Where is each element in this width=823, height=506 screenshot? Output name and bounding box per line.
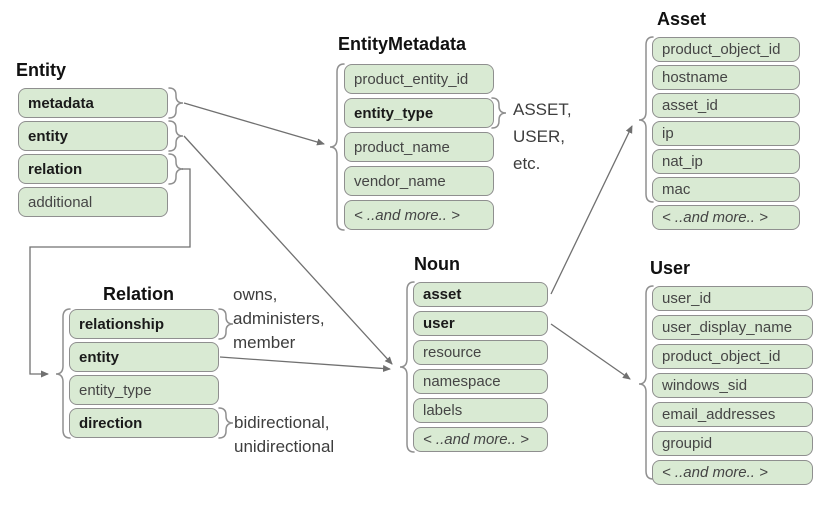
brace-relation-left [55, 308, 71, 439]
field-noun-user: user [413, 311, 548, 336]
field-noun-asset: asset [413, 282, 548, 307]
field-vendor-name: vendor_name [344, 166, 494, 196]
field-product-name: product_name [344, 132, 494, 162]
field-nat-ip: nat_ip [652, 149, 800, 174]
field-email-addresses: email_addresses [652, 402, 813, 427]
field-direction: direction [69, 408, 219, 438]
brace-entity-type [491, 97, 507, 129]
brace-direction [218, 407, 234, 439]
user-table: user_id user_display_name product_object… [652, 286, 813, 489]
brace-entity-relation [168, 153, 184, 185]
asset-table-title: Asset [657, 9, 707, 29]
relation-table-title: Relation [103, 284, 175, 304]
field-user-id: user_id [652, 286, 813, 311]
brace-entity-entity [168, 120, 184, 152]
field-asset-id: asset_id [652, 93, 800, 118]
field-relation-entity: entity [69, 342, 219, 372]
entitymetadata-table-title: EntityMetadata [338, 34, 467, 54]
field-entity-relation: relation [18, 154, 168, 184]
field-asset-product-object-id: product_object_id [652, 37, 800, 62]
field-entity-additional: additional [18, 187, 168, 217]
field-user-more: < ..and more.. > [652, 460, 813, 485]
brace-user-left [638, 285, 654, 480]
arrow-entity-metadata-to-entitymetadata [183, 102, 325, 146]
field-namespace: namespace [413, 369, 548, 394]
arrow-noun-user-to-user [550, 323, 631, 380]
field-entity-type: entity_type [344, 98, 494, 128]
field-product-entity-id: product_entity_id [344, 64, 494, 94]
entity-table: metadata entity relation additional [18, 88, 168, 220]
brace-asset-left [638, 36, 654, 203]
brace-entity-metadata [168, 87, 184, 119]
field-labels: labels [413, 398, 548, 423]
field-entity-metadata: metadata [18, 88, 168, 118]
brace-relationship [218, 308, 234, 340]
field-hostname: hostname [652, 65, 800, 90]
relationship-values-annotation: owns, administers, member [233, 285, 325, 352]
field-ip: ip [652, 121, 800, 146]
field-asset-more: < ..and more.. > [652, 205, 800, 230]
brace-entitymetadata-left [329, 63, 345, 231]
noun-table-title: Noun [414, 254, 460, 274]
field-windows-sid: windows_sid [652, 373, 813, 398]
field-noun-more: < ..and more.. > [413, 427, 548, 452]
field-user-product-object-id: product_object_id [652, 344, 813, 369]
field-relation-entity-type: entity_type [69, 375, 219, 405]
entitymetadata-table: product_entity_id entity_type product_na… [344, 64, 494, 234]
relation-table: relationship entity entity_type directio… [69, 309, 219, 441]
field-mac: mac [652, 177, 800, 202]
direction-values-annotation: bidirectional, unidirectional [234, 413, 335, 456]
field-entitymetadata-more: < ..and more.. > [344, 200, 494, 230]
field-relationship: relationship [69, 309, 219, 339]
asset-table: product_object_id hostname asset_id ip n… [652, 37, 800, 233]
field-groupid: groupid [652, 431, 813, 456]
user-table-title: User [650, 258, 691, 278]
field-resource: resource [413, 340, 548, 365]
entity-table-title: Entity [16, 60, 67, 80]
arrow-relation-entity-to-noun [219, 356, 391, 372]
brace-noun-left [399, 281, 415, 453]
field-user-display-name: user_display_name [652, 315, 813, 340]
noun-table: asset user resource namespace labels < .… [413, 282, 548, 456]
field-entity-entity: entity [18, 121, 168, 151]
entity-type-values-annotation: ASSET, USER, etc. [513, 100, 572, 173]
